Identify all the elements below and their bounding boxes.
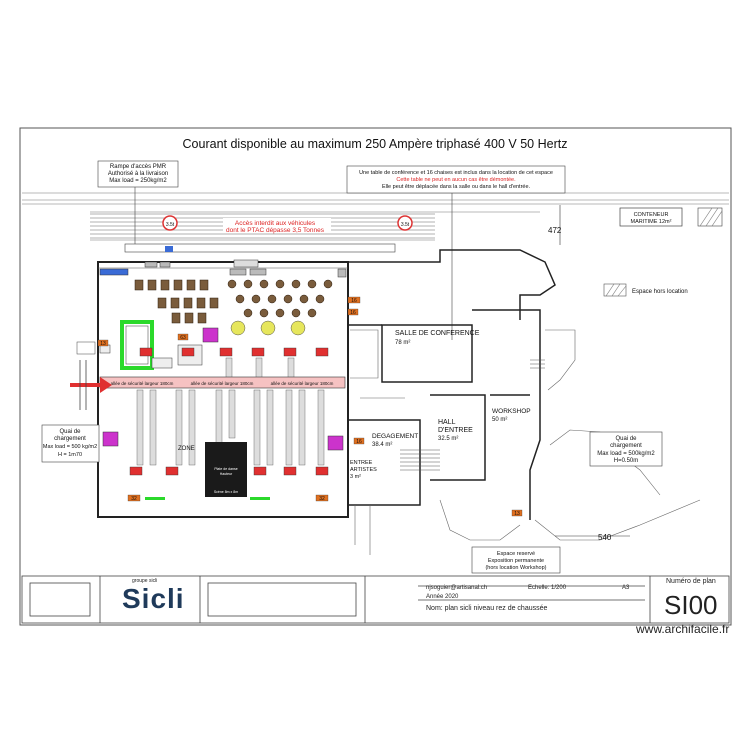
year: Année 2020 (426, 594, 459, 600)
vehicle-warning-box (223, 218, 331, 232)
weight-limit-sign (162, 215, 178, 231)
yellow-tables (230, 320, 306, 336)
zone-number: 16 (356, 439, 362, 445)
entree-label-2: ARTISTES (350, 467, 377, 473)
quai-right-line3: Max load = 500kg/m2 (597, 451, 655, 457)
zone-number: 13 (100, 341, 106, 347)
container-hatch (697, 207, 723, 227)
hall-label-2: D'ENTREE (438, 427, 473, 434)
zone-number-tags (97, 296, 523, 517)
stage-label-1: Plate de danse (214, 467, 237, 471)
quai-right-callout (589, 431, 663, 467)
conference-note-line2: Cette table ne peut en aucun cas être dé… (396, 177, 516, 183)
conference-room-label: SALLE DE CONFERENCE (395, 330, 480, 337)
aisle-label-2: allée de sécurité largeur 180cm (191, 381, 254, 386)
aisle-label-1: allée de sécurité largeur 180cm (111, 381, 174, 386)
aisle-label-3: allée de sécurité largeur 180cm (271, 381, 334, 386)
conference-note-callout (346, 165, 566, 194)
degagement-label: DEGAGEMENT (372, 433, 418, 440)
magenta-blocks (102, 327, 344, 451)
container-box (619, 207, 683, 227)
workshop-label: WORKSHOP (492, 408, 531, 415)
site-lines (22, 192, 729, 241)
ramp-callout-line2: Authorisé à la livraison (108, 171, 168, 177)
email: njsoguier@artisanal.ch (426, 585, 488, 591)
zone-label: ZONE (178, 446, 195, 452)
reserve-callout (471, 546, 561, 574)
plan-number: SI00 (664, 590, 718, 620)
accessibility-icon (165, 246, 173, 252)
vehicle-warning-line1: Accès interdit aux véhicules (235, 220, 316, 227)
quai-left-callout (41, 424, 100, 463)
dimension-bottom: 540 (598, 533, 612, 542)
svg-text:3.5t: 3.5t (166, 222, 175, 228)
sheet-border (19, 127, 732, 626)
conference-room-area: 78 m² (395, 340, 410, 346)
entree-label-1: ENTREE (350, 460, 373, 466)
stage (205, 442, 247, 497)
quai-left-line4: H = 1m70 (58, 452, 82, 458)
quai-right-line1: Quai de (615, 436, 637, 442)
plan-number-label: Numéro de plan (666, 578, 716, 585)
company-logo: Sicli (122, 583, 185, 614)
ramp-callout (97, 160, 179, 188)
zone-number: 16 (350, 310, 356, 316)
ramp-callout-line3: Max load = 250kg/m2 (109, 178, 167, 184)
quai-right-line2: chargement (610, 443, 642, 449)
conference-note-line3: Elle peut être déplacée dans la salle ou… (382, 184, 531, 190)
stairs (400, 359, 545, 471)
quai-right-line4: H=0.50m (614, 458, 639, 464)
quai-left-line2: chargement (54, 436, 86, 442)
svg-text:3.5t: 3.5t (401, 222, 410, 228)
reserve-line2: Exposition permanente (488, 558, 544, 564)
entree-label-3: 3 m² (350, 474, 361, 480)
legend-hors-location-label: Espace hors location (632, 289, 688, 295)
conference-note-line1: Une table de conférence et 16 chaises es… (359, 170, 553, 176)
plan-title: Courant disponible au maximum 250 Ampère… (183, 137, 568, 151)
quai-left-line3: Max load = 500 kg/m2 (43, 444, 97, 450)
watermark: www.archifacile.fr (636, 622, 730, 636)
hall-label-3: 32.5 m² (438, 436, 458, 442)
pmr-ramp (124, 243, 396, 253)
hall-label-1: HALL (438, 419, 456, 426)
stage-label-2: Hauteur (220, 472, 233, 476)
round-tables (227, 279, 333, 318)
vehicle-warning-line2: dont le PTAC dépasse 3,5 Tonnes (226, 227, 325, 234)
legend-hors-location: Espace hors location (603, 283, 688, 297)
reserve-line3: (hors location Workshop) (485, 565, 546, 571)
ramp-callout-line1: Rampe d'accès PMR (110, 164, 167, 170)
top-bar-furniture (99, 259, 347, 278)
quai-left-line1: Quai de (59, 429, 81, 435)
green-strips (145, 497, 270, 500)
workshop-area: 50 m² (492, 417, 507, 423)
zone-number: 63 (180, 335, 186, 341)
dimension-top: 472 (548, 226, 562, 235)
stand-headers (129, 347, 329, 476)
zone-number: 32 (319, 496, 325, 502)
title-block (21, 575, 730, 624)
weight-limit-sign (397, 215, 413, 231)
table-block-left (134, 279, 219, 324)
building-right (348, 249, 556, 520)
zone-number: 13 (514, 511, 520, 517)
container-label-2: MARITIME 12m² (631, 219, 672, 225)
zone-number: 32 (131, 496, 137, 502)
scale: Echelle: 1/200 (528, 585, 567, 591)
container-label-1: CONTENEUR (634, 212, 669, 218)
zone-number: 16 (351, 298, 357, 304)
reserve-line1: Espace reservé (497, 551, 535, 557)
logo-caption: groupe sicli (132, 578, 158, 584)
paper-format: A3 (622, 585, 630, 591)
entrance-arrow (70, 377, 112, 393)
degagement-area: 38.4 m² (372, 442, 392, 448)
stand-rows (136, 357, 325, 466)
plan-name: Nom: plan sicli niveau rez de chaussée (426, 605, 548, 612)
stage-label-3: Scène 8m x 8m (214, 490, 238, 494)
